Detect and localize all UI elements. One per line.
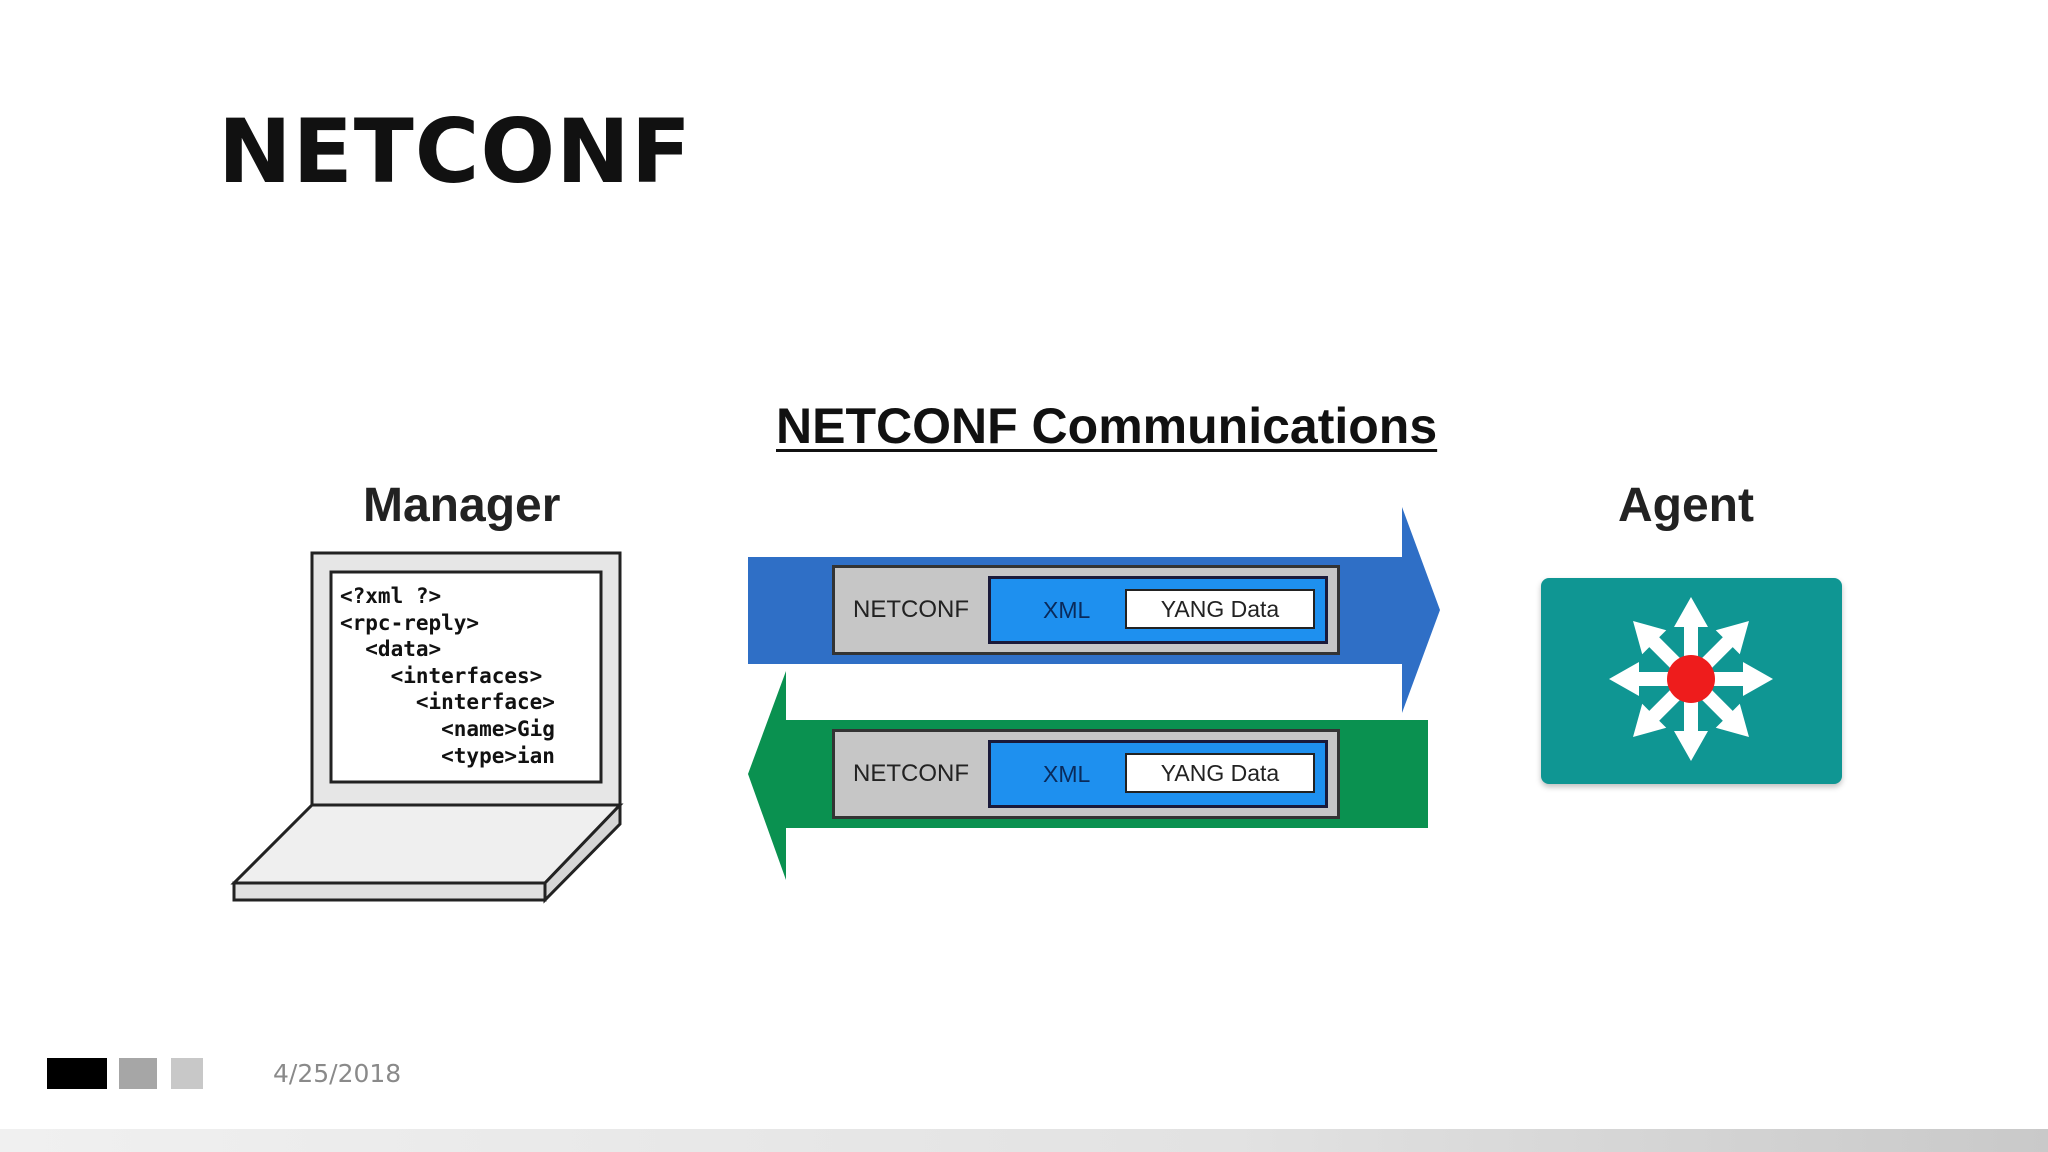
xml-layer-label: XML [1043,761,1091,787]
code-line: <interface> [340,690,555,715]
slide-title: NETCONF [218,100,692,203]
request-message: NETCONF XML YANG Data [832,565,1340,655]
code-line: <name>Gig [340,716,555,741]
netconf-layer-label: NETCONF [853,596,969,623]
bottom-band [0,1129,2048,1152]
netconf-layer-label: NETCONF [853,760,969,787]
code-line: <?xml ?> [340,584,442,608]
xml-code-listing: <?xml ?><rpc-reply> <data> <interfaces> … [340,583,555,769]
reply-message: NETCONF XML YANG Data [832,729,1340,819]
footer-block-black [47,1058,107,1089]
manager-label: Manager [363,479,561,532]
xml-layer: XML YANG Data [988,740,1328,808]
code-line: <data> [340,637,442,662]
network-switch-icon [1541,578,1842,784]
footer-block-gray [119,1058,157,1089]
agent-label: Agent [1618,479,1754,532]
code-line: <interfaces> [340,663,543,688]
xml-layer-label: XML [1043,597,1091,623]
yang-data-label: YANG Data [1125,753,1315,793]
yang-data-label: YANG Data [1125,589,1315,629]
slide-date: 4/25/2018 [273,1059,402,1088]
diagram-title: NETCONF Communications [776,398,1438,454]
laptop-icon [230,551,624,904]
code-line: <type>ian [340,743,555,768]
footer-block-light-gray [171,1058,203,1089]
code-line: <rpc-reply> [340,610,480,635]
switch-glyph [1609,597,1773,761]
xml-layer: XML YANG Data [988,576,1328,644]
